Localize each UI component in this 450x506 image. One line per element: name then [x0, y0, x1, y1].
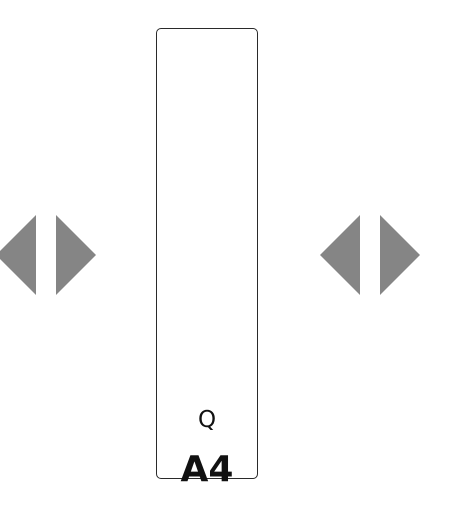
right-prev-arrow-icon[interactable] — [320, 215, 360, 295]
left-next-arrow-icon[interactable] — [56, 215, 96, 295]
card-label: A4 — [180, 449, 234, 490]
card-sublabel: Q — [197, 407, 217, 433]
selected-card[interactable]: Q A4 — [156, 28, 258, 490]
right-arrow-group — [320, 215, 420, 297]
right-next-arrow-icon[interactable] — [380, 215, 420, 295]
left-prev-arrow-icon[interactable] — [0, 215, 36, 295]
left-arrow-group — [0, 215, 96, 297]
